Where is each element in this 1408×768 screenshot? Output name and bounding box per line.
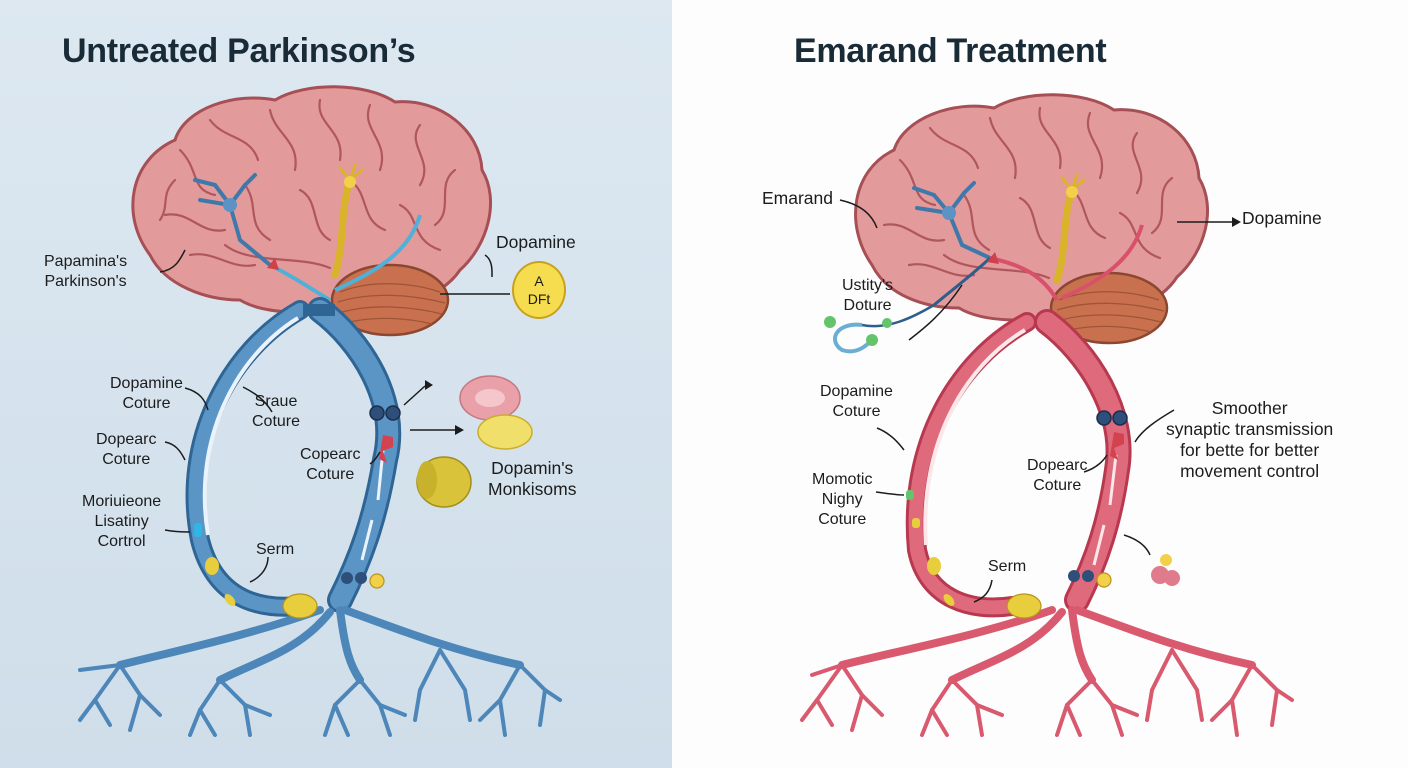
momotic-line-2: Nighy [821,491,863,508]
smoother-line-3: for bette for better [1180,440,1320,460]
cerebellum [330,263,450,337]
treatment-panel: Emarand Treatment [672,0,1408,768]
dopamins-monkisoms-label: Dopamin's Monkisoms [488,458,577,500]
smoother-transmission-label: Smoother synaptic transmission for bette… [1166,398,1333,482]
dopamine-coture-label: Dopamine Coture [110,374,183,414]
momotic-line-3: Coture [818,511,867,528]
dopamine-pathway [78,297,562,737]
leader-lines [159,249,510,583]
moriuieone-line-1: Moriuieone [82,493,162,510]
leader-lines [839,199,1232,603]
papamina-label: Papamina's Parkinson's [44,252,127,292]
dopearc-coture-label: Dopearc Coture [96,430,156,470]
dopamine-coture-line-1: Dopamine [820,383,893,400]
untreated-panel: Untreated Parkinson’s [0,0,672,768]
dopamine-coture-line-2: Coture [122,395,171,412]
dopamine-label: Dopamine [496,232,576,252]
sraue-line-1: Sraue [254,393,298,410]
brain-neuron-yellow [1066,186,1078,198]
ustity-doture-label: Ustity's Doture [842,276,893,316]
dopearc-coture-label: Dopearc Coture [1027,456,1087,496]
badge-line-2: DFt [527,291,551,307]
dopamine-coture-line-2: Coture [832,403,881,420]
untreated-diagram [78,85,562,737]
smoother-line-4: movement control [1180,461,1320,481]
badge-line-1: A [534,273,544,289]
moriuieone-line-3: Cortrol [97,533,146,550]
sraue-coture-label: Sraue Coture [252,392,300,432]
momotic-line-1: Momotic [812,471,873,488]
dopamins-line-1: Dopamin's [491,458,574,478]
ustity-device [824,303,935,354]
dopearc-line-1: Dopearc [1027,457,1088,474]
dopamins-line-2: Monkisoms [488,479,577,499]
dopamine-coture-line-1: Dopamine [110,375,183,392]
momotic-nighy-label: Momotic Nighy Coture [812,470,872,530]
brain-neuron-blue [223,198,237,212]
ustity-line-2: Doture [843,297,892,314]
moriuieone-line-2: Lisatiny [94,513,149,530]
dopamine-coture-label: Dopamine Coture [820,382,893,422]
smoother-line-1: Smoother [1211,398,1288,418]
papamina-line-1: Papamina's [44,253,128,270]
brain-neuron-yellow [344,176,356,188]
red-receptor [379,435,393,463]
pink-vesicle-cluster [1151,554,1180,586]
serm-label: Serm [256,541,295,558]
sraue-line-2: Coture [252,413,301,430]
papamina-line-2: Parkinson's [44,273,127,290]
serm-label: Serm [988,558,1027,575]
copearc-line-1: Copearc [300,446,361,463]
treatment-title: Emarand Treatment [794,32,1107,70]
copearc-line-2: Coture [306,466,355,483]
red-receptor [1110,432,1124,460]
ustity-line-1: Ustity's [842,277,894,294]
vesicles [416,375,533,508]
dopearc-line-2: Coture [1033,477,1082,494]
brain-neuron-blue [942,206,956,220]
dopamine-label: Dopamine [1242,208,1322,228]
treatment-diagram [800,93,1294,737]
dopearc-line-1: Dopearc [96,431,157,448]
brain-illustration [854,93,1209,345]
smoother-line-2: synaptic transmission [1166,419,1334,439]
emarand-label: Emarand [762,188,834,208]
dopearc-line-2: Coture [102,451,151,468]
copearc-coture-label: Copearc Coture [300,445,360,485]
brain-illustration [131,85,492,337]
untreated-title: Untreated Parkinson’s [62,32,416,70]
dopamine-badge: A DFt [512,261,566,319]
dopamine-pathway [800,309,1294,737]
moriuieone-label: Moriuieone Lisatiny Cortrol [82,492,161,552]
